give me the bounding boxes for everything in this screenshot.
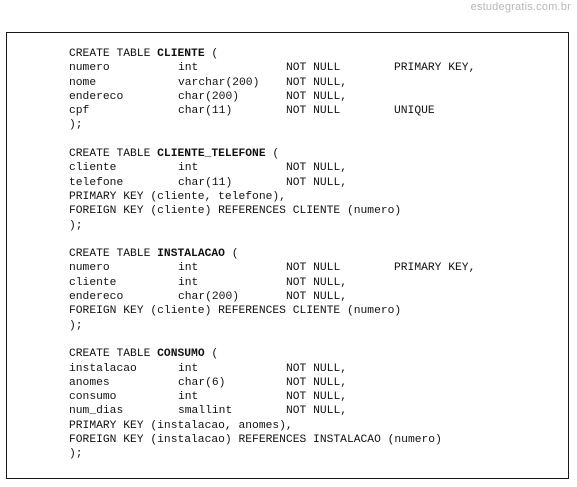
column-type: int xyxy=(178,362,199,375)
table-name: INSTALACAO xyxy=(157,248,225,261)
column-nullability: NOT NULL, xyxy=(286,162,348,175)
column-name: endereco xyxy=(69,90,124,103)
table-constraint: FOREIGN KEY (cliente) REFERENCES CLIENTE… xyxy=(69,305,402,318)
column-definition: cliente int NOT NULL, xyxy=(69,276,442,290)
table-name: CLIENTE_TELEFONE xyxy=(157,148,266,161)
column-type: int xyxy=(178,276,199,289)
create-table-statement: CREATE TABLE INSTALACAO ( xyxy=(69,247,442,261)
sql-keyword: CREATE TABLE xyxy=(69,248,158,261)
column-name: num_dias xyxy=(69,405,124,418)
column-definition: numero int NOT NULL PRIMARY KEY, xyxy=(69,261,475,275)
column-definition: telefone char(11) NOT NULL, xyxy=(69,176,442,190)
column-nullability: NOT NULL, xyxy=(286,90,348,103)
column-name: instalacao xyxy=(69,362,137,375)
table-constraint: PRIMARY KEY (instalacao, anomes), xyxy=(69,419,293,432)
open-paren: ( xyxy=(265,148,280,161)
table-constraint: PRIMARY KEY (cliente, telefone), xyxy=(69,190,286,203)
column-definition: instalacao int NOT NULL, xyxy=(69,362,442,376)
column-type: char(6) xyxy=(178,376,226,389)
column-definition: num_dias smallint NOT NULL, xyxy=(69,404,442,418)
column-name: consumo xyxy=(69,391,117,404)
column-nullability: NOT NULL, xyxy=(286,176,348,189)
column-nullability: NOT NULL, xyxy=(286,291,348,304)
create-table-statement: CREATE TABLE CONSUMO ( xyxy=(69,347,442,361)
column-name: numero xyxy=(69,262,110,275)
column-definition: endereco char(200) NOT NULL, xyxy=(69,90,442,104)
column-nullability: NOT NULL, xyxy=(286,405,348,418)
sql-keyword: CREATE TABLE xyxy=(69,148,158,161)
close-statement: ); xyxy=(69,319,83,332)
sql-keyword: CREATE TABLE xyxy=(69,348,158,361)
column-type: char(11) xyxy=(178,105,233,118)
column-definition: cliente int NOT NULL, xyxy=(69,161,442,175)
close-statement: ); xyxy=(69,119,83,132)
open-paren: ( xyxy=(204,348,219,361)
close-statement: ); xyxy=(69,219,83,232)
table-name: CLIENTE xyxy=(157,48,205,60)
column-constraint: UNIQUE xyxy=(394,105,435,118)
create-table-statement: CREATE TABLE CLIENTE_TELEFONE ( xyxy=(69,147,442,161)
table-name: CONSUMO xyxy=(157,348,205,361)
sql-keyword: CREATE TABLE xyxy=(69,48,158,60)
create-table-statement: CREATE TABLE CLIENTE ( xyxy=(69,47,442,61)
column-type: char(11) xyxy=(178,176,233,189)
column-type: char(200) xyxy=(178,291,240,304)
column-nullability: NOT NULL, xyxy=(286,76,348,89)
column-name: cpf xyxy=(69,105,90,118)
column-nullability: NOT NULL, xyxy=(286,362,348,375)
column-type: char(200) xyxy=(178,90,240,103)
column-type: smallint xyxy=(178,405,233,418)
column-constraint: PRIMARY KEY, xyxy=(394,62,476,75)
column-nullability: NOT NULL, xyxy=(286,276,348,289)
column-name: cliente xyxy=(69,276,117,289)
column-type: int xyxy=(178,262,199,275)
column-definition: consumo int NOT NULL, xyxy=(69,390,442,404)
column-type: int xyxy=(178,162,199,175)
close-statement: ); xyxy=(69,448,83,461)
column-type: int xyxy=(178,391,199,404)
column-constraint: PRIMARY KEY, xyxy=(394,262,476,275)
column-definition: anomes char(6) NOT NULL, xyxy=(69,376,442,390)
column-definition: nome varchar(200) NOT NULL, xyxy=(69,76,442,90)
column-definition: numero int NOT NULL PRIMARY KEY, xyxy=(69,61,475,75)
column-nullability: NOT NULL xyxy=(286,105,341,118)
column-type: int xyxy=(178,62,199,75)
column-name: nome xyxy=(69,76,97,89)
column-nullability: NOT NULL xyxy=(286,62,341,75)
column-type: varchar(200) xyxy=(178,76,260,89)
open-paren: ( xyxy=(204,48,219,60)
column-definition: cpf char(11) NOT NULL UNIQUE xyxy=(69,104,442,118)
column-name: endereco xyxy=(69,291,124,304)
column-nullability: NOT NULL xyxy=(286,262,341,275)
column-name: numero xyxy=(69,62,110,75)
column-definition: endereco char(200) NOT NULL, xyxy=(69,290,442,304)
open-paren: ( xyxy=(224,248,239,261)
column-nullability: NOT NULL, xyxy=(286,376,348,389)
column-name: anomes xyxy=(69,376,110,389)
table-constraint: FOREIGN KEY (cliente) REFERENCES CLIENTE… xyxy=(69,205,402,218)
site-watermark: estudegratis.com.br xyxy=(470,1,571,13)
column-name: telefone xyxy=(69,176,124,189)
column-name: cliente xyxy=(69,162,117,175)
column-nullability: NOT NULL, xyxy=(286,391,348,404)
table-constraint: FOREIGN KEY (instalacao) REFERENCES INST… xyxy=(69,434,442,447)
